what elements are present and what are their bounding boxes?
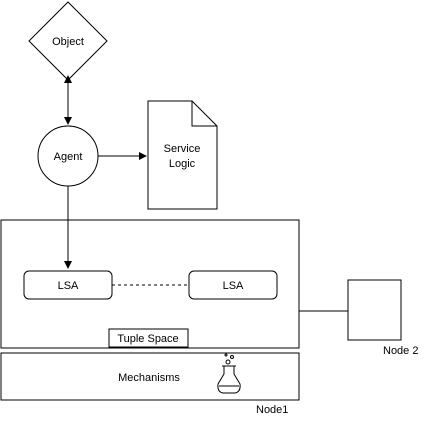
lsa-right-label: LSA (223, 280, 244, 292)
service-logic-document: Service Logic (147, 100, 218, 210)
mechanisms-label: Mechanisms (118, 372, 180, 384)
tuple-space-label: Tuple Space (117, 333, 178, 345)
object-node: Object (28, 1, 108, 81)
service-logic-label-line2: Logic (169, 158, 196, 170)
node1-label: Node1 (256, 404, 289, 416)
mechanisms-box: Mechanisms (0, 352, 300, 401)
tuple-space-box: Tuple Space (108, 328, 189, 348)
lsa-left: LSA (23, 270, 113, 300)
service-logic-label-line1: Service (164, 143, 201, 155)
node2-label: Node 2 (383, 345, 419, 357)
lsa-right: LSA (188, 270, 278, 300)
agent-node: Agent (37, 125, 99, 187)
flask-icon (217, 353, 241, 394)
object-label: Object (52, 36, 84, 48)
agent-label: Agent (54, 151, 83, 163)
lsa-left-label: LSA (58, 280, 79, 292)
node2-box (347, 279, 402, 341)
